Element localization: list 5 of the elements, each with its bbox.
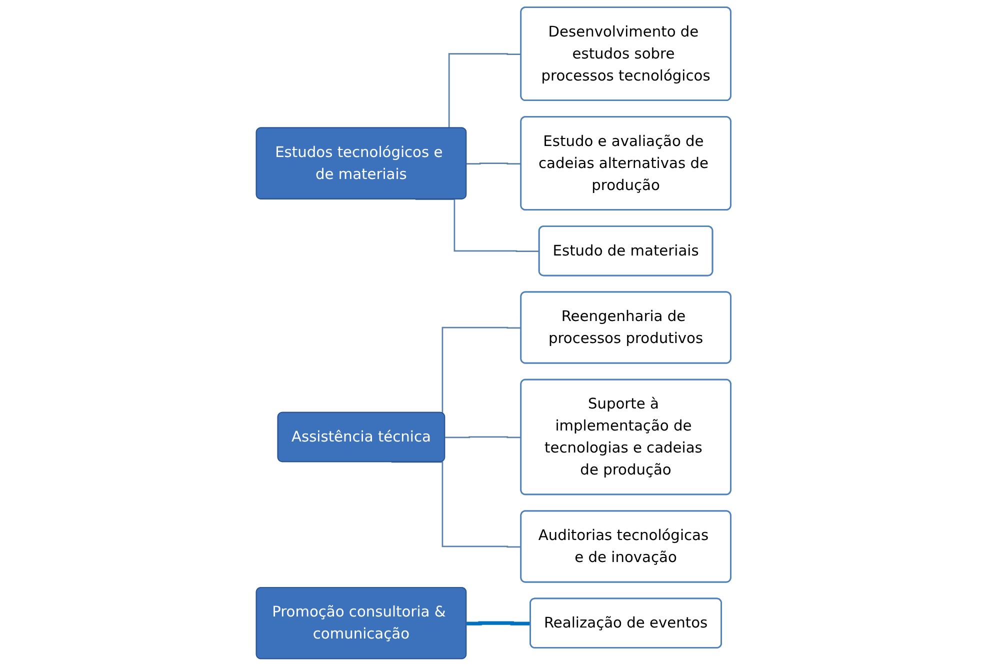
connector	[390, 461, 521, 548]
connector	[444, 436, 521, 438]
connector	[466, 621, 530, 626]
connector	[414, 198, 540, 252]
connector	[466, 162, 521, 164]
